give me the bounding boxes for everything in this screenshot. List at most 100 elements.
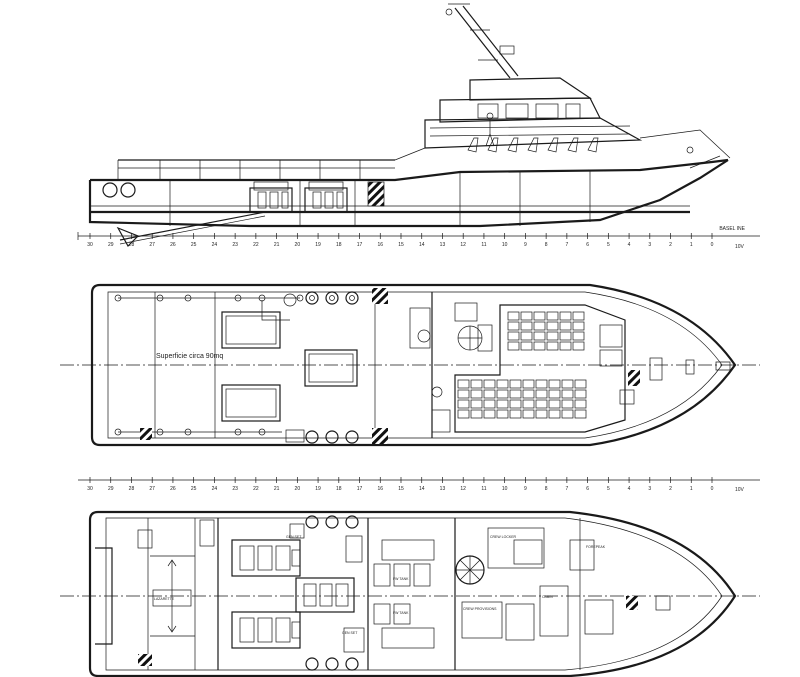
frame-label: 1 bbox=[690, 242, 693, 248]
frame-label: 8 bbox=[545, 486, 548, 492]
lower-deck-plan-view: LAZARETTE bbox=[60, 510, 760, 677]
frame-label: 1 bbox=[690, 486, 693, 492]
frame-label: 12 bbox=[460, 242, 466, 248]
seat bbox=[483, 399, 496, 409]
seat bbox=[457, 409, 470, 419]
frame-label: 12 bbox=[460, 486, 466, 492]
frame-label: 5 bbox=[607, 242, 610, 248]
seat bbox=[561, 389, 574, 399]
seat bbox=[548, 409, 561, 419]
side-profile-view: BASEL INE 10V 30292827262524232221201918… bbox=[77, 3, 760, 250]
seat bbox=[561, 379, 574, 389]
seat bbox=[535, 379, 548, 389]
frame-label: 23 bbox=[232, 486, 238, 492]
frame-label: 28 bbox=[129, 486, 135, 492]
seat bbox=[561, 399, 574, 409]
stairs-main-deck bbox=[409, 302, 493, 433]
seat bbox=[559, 331, 572, 341]
seat bbox=[483, 409, 496, 419]
mast bbox=[445, 3, 519, 79]
frame-label: 0 bbox=[711, 242, 714, 248]
seat bbox=[470, 399, 483, 409]
gen-set-label-port: GEN SET bbox=[286, 535, 302, 539]
frame-label: 7 bbox=[565, 242, 568, 248]
crew-provisions-label: CREW PROVISIONS bbox=[463, 607, 497, 611]
frame-label: 15 bbox=[398, 486, 404, 492]
frame-label: 30 bbox=[87, 486, 93, 492]
seat bbox=[574, 379, 587, 389]
seat bbox=[483, 379, 496, 389]
frame-label: 25 bbox=[191, 486, 197, 492]
frame-label: 20 bbox=[295, 242, 301, 248]
seat bbox=[520, 311, 533, 321]
hull-profile bbox=[88, 129, 731, 247]
seat bbox=[572, 341, 585, 351]
deck-area-label: Superficie circa 90mq bbox=[156, 353, 223, 360]
frame-label: 23 bbox=[232, 242, 238, 248]
seat bbox=[457, 389, 470, 399]
frame-label: 3 bbox=[648, 486, 651, 492]
seat bbox=[520, 341, 533, 351]
frame-label: 26 bbox=[170, 242, 176, 248]
frame-label: 15 bbox=[398, 242, 404, 248]
frame-label: 13 bbox=[440, 242, 446, 248]
seat bbox=[507, 341, 520, 351]
frame-label: 13 bbox=[440, 486, 446, 492]
frame-label: 25 bbox=[191, 242, 197, 248]
frame-label: 9 bbox=[524, 486, 527, 492]
seat bbox=[533, 341, 546, 351]
seat bbox=[496, 409, 509, 419]
fw-tank-label-lower: FW TANK bbox=[393, 611, 409, 615]
frame-label: 16 bbox=[377, 486, 383, 492]
seat bbox=[509, 399, 522, 409]
frame-label: 11 bbox=[481, 242, 486, 248]
frame-label: 10 bbox=[502, 486, 508, 492]
frame-label: 17 bbox=[357, 486, 363, 492]
frame-label: 4 bbox=[628, 242, 631, 248]
seat bbox=[533, 321, 546, 331]
frame-label: 24 bbox=[212, 242, 218, 248]
seat bbox=[559, 311, 572, 321]
frame-label: 26 bbox=[170, 486, 176, 492]
seat bbox=[572, 311, 585, 321]
engine-stbd bbox=[231, 611, 301, 649]
seat bbox=[522, 389, 535, 399]
frame-label: 14 bbox=[419, 486, 425, 492]
seat bbox=[520, 321, 533, 331]
frame-label: 29 bbox=[108, 242, 114, 248]
crew-locker-label: CREW LOCKER bbox=[490, 535, 517, 539]
frame-label: 3 bbox=[648, 242, 651, 248]
seat bbox=[522, 409, 535, 419]
seat bbox=[507, 331, 520, 341]
frame-label: 0 bbox=[711, 486, 714, 492]
frame-label: 22 bbox=[253, 242, 259, 248]
seat bbox=[572, 321, 585, 331]
frame-label: 5 bbox=[607, 486, 610, 492]
frame-label: 14 bbox=[419, 242, 425, 248]
seat bbox=[470, 379, 483, 389]
seat bbox=[574, 409, 587, 419]
seat bbox=[470, 389, 483, 399]
seat bbox=[457, 399, 470, 409]
seat bbox=[509, 379, 522, 389]
frame-label: 11 bbox=[481, 486, 486, 492]
seat bbox=[522, 399, 535, 409]
seat bbox=[546, 331, 559, 341]
seat bbox=[533, 331, 546, 341]
seat bbox=[507, 321, 520, 331]
seat bbox=[535, 409, 548, 419]
frame-label: 19 bbox=[315, 486, 321, 492]
lazarette-label: LAZARETTE bbox=[154, 597, 175, 601]
seat bbox=[533, 311, 546, 321]
saloon-seats-starboard bbox=[457, 379, 587, 419]
seat bbox=[548, 399, 561, 409]
cabin-label: CABIN bbox=[542, 595, 553, 599]
seat bbox=[509, 409, 522, 419]
frame-label: 27 bbox=[149, 242, 155, 248]
engines-profile bbox=[249, 181, 348, 213]
frame-label: 28 bbox=[129, 242, 135, 248]
